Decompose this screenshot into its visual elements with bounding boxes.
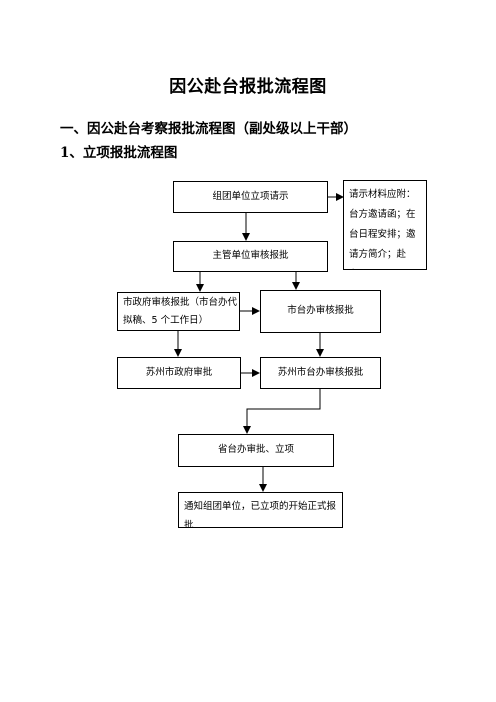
step-notify: 通知组团单位，已立项的开始正式报批 — [178, 492, 343, 528]
step-group-request: 组团单位立项请示 — [173, 181, 328, 213]
step-prov-tao-approve-label: 省台办审批、立项 — [217, 444, 294, 456]
step-city-gov-review-label: 市政府审核报批（市台办代拟稿、5 个工作日） — [123, 296, 238, 326]
subsection-heading: 1、立项报批流程图 — [60, 145, 178, 161]
step-notify-label: 通知组团单位，已立项的开始正式报批 — [184, 501, 337, 528]
step-prov-tao-approve: 省台办审批、立项 — [178, 434, 334, 467]
step-city-tao-review: 市台办审核报批 — [260, 290, 381, 333]
section-heading: 一、因公赴台考察报批流程图（副处级以上干部） — [60, 121, 357, 137]
step-suzhou-tao-review: 苏州市台办审核报批 — [260, 357, 381, 389]
note-materials-text: 请示材料应附：台方邀请函；在台日程安排；邀请方简介；赴台… — [349, 189, 416, 260]
step-dept-review-label: 主管单位审核报批 — [212, 250, 289, 262]
step-dept-review: 主管单位审核报批 — [173, 241, 328, 272]
step-city-tao-review-label: 市台办审核报批 — [287, 305, 354, 317]
page-title: 因公赴台报批流程图 — [169, 77, 327, 97]
step-suzhou-gov-approve: 苏州市政府审批 — [117, 357, 241, 389]
note-materials: 请示材料应附：台方邀请函；在台日程安排；邀请方简介；赴台… — [343, 180, 427, 270]
step-group-request-label: 组团单位立项请示 — [212, 190, 289, 202]
step-city-gov-review: 市政府审核报批（市台办代拟稿、5 个工作日） — [117, 292, 240, 331]
step-suzhou-gov-approve-label: 苏州市政府审批 — [145, 366, 213, 378]
arrow-suzhoutao-to-prov — [243, 389, 321, 434]
step-suzhou-tao-review-label: 苏州市台办审核报批 — [277, 366, 364, 378]
